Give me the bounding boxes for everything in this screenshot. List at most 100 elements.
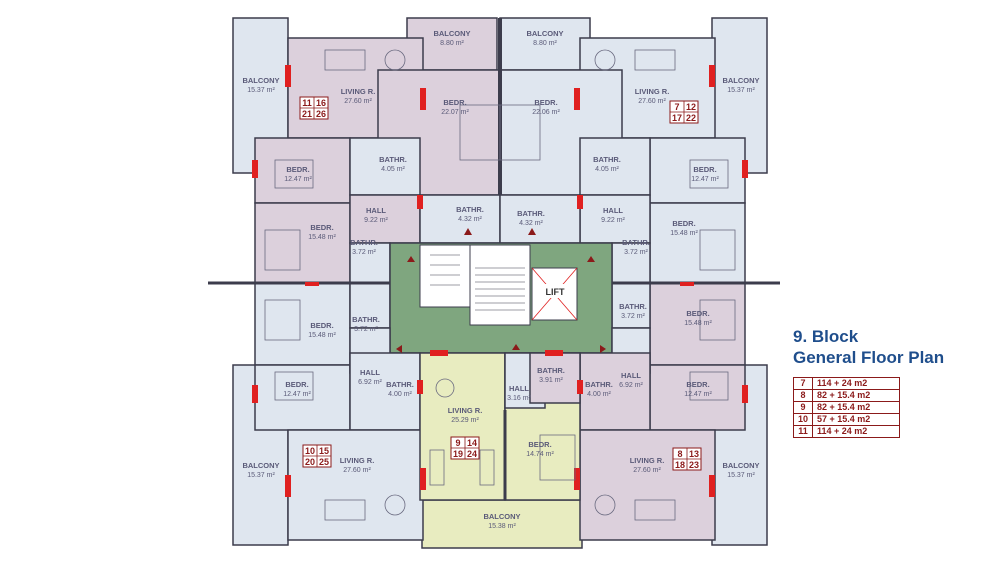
room-name: BATHR. bbox=[585, 380, 613, 389]
room-area: 4.00 m² bbox=[388, 391, 412, 398]
room-name: BEDR. bbox=[285, 380, 308, 389]
plan-title: 9. Block General Floor Plan bbox=[793, 326, 944, 368]
title-line-1: 9. Block bbox=[793, 327, 859, 346]
room-name: BEDR. bbox=[686, 380, 709, 389]
room-area: 4.00 m² bbox=[587, 391, 611, 398]
room-area: 8.80 m² bbox=[440, 40, 464, 47]
unit-number: 25 bbox=[319, 457, 329, 467]
room-area: 3.72 m² bbox=[624, 249, 648, 256]
room-area: 9.22 m² bbox=[364, 217, 388, 224]
room-area: 15.48 m² bbox=[308, 332, 336, 339]
room-label-bed-l2: BEDR. 15.48 m² bbox=[308, 223, 336, 241]
room-name: BEDR. bbox=[686, 309, 709, 318]
room-area: 15.37 m² bbox=[247, 87, 275, 94]
room-area: 27.60 m² bbox=[638, 98, 666, 105]
legend-area: 82 + 15.4 m2 bbox=[812, 389, 901, 402]
unit-number: 23 bbox=[689, 460, 699, 470]
room-label-bed-tcl: BEDR.22.07 m² bbox=[441, 98, 469, 116]
room-label-bath-mr2: BATHR. 3.72 m² bbox=[619, 302, 647, 320]
room-area: 22.06 m² bbox=[532, 109, 560, 116]
room-label-liv-br: LIVING R. 27.60 m² bbox=[630, 456, 665, 474]
room-label-bath-mr1: BATHR.3.72 m² bbox=[622, 238, 650, 256]
unit-number: 13 bbox=[689, 449, 699, 459]
unit-number: 14 bbox=[467, 438, 477, 448]
room-name: LIVING R. bbox=[630, 456, 665, 465]
room-area: 27.60 m² bbox=[633, 467, 661, 474]
unit-number: 11 bbox=[302, 98, 312, 108]
room-area: 4.05 m² bbox=[595, 166, 619, 173]
room-label-bed-r1: BEDR. 12.47 m² bbox=[691, 165, 719, 183]
legend-area: 82 + 15.4 m2 bbox=[812, 401, 901, 414]
room-area: 3.91 m² bbox=[539, 377, 563, 384]
room-area: 6.92 m² bbox=[358, 379, 382, 386]
room-area: 6.92 m² bbox=[619, 382, 643, 389]
room-area: 27.60 m² bbox=[343, 467, 371, 474]
room-name: BEDR. bbox=[528, 440, 551, 449]
room-name: BATHR. bbox=[352, 315, 380, 324]
room-name: BALCONY bbox=[722, 76, 759, 85]
legend-area: 57 + 15.4 m2 bbox=[812, 413, 901, 426]
room-area: 15.48 m² bbox=[308, 234, 336, 241]
room-name: BALCONY bbox=[242, 461, 279, 470]
room-name: HALL bbox=[509, 384, 529, 393]
room-label-bath-bl: BATHR.4.00 m² bbox=[386, 380, 414, 398]
room-label-bed-l1: BEDR.12.47 m² bbox=[284, 165, 312, 183]
room-area: 27.60 m² bbox=[344, 98, 372, 105]
room-area: 8.80 m² bbox=[533, 40, 557, 47]
room-name: BEDR. bbox=[672, 219, 695, 228]
room-name: BEDR. bbox=[443, 98, 466, 107]
lift-label: LIFT bbox=[546, 287, 565, 297]
room-label-liv-tr: LIVING R. 27.60 m² bbox=[635, 87, 670, 105]
room-label-liv-tl: LIVING R.27.60 m² bbox=[341, 87, 376, 105]
room-label-bal-top-r: BALCONY 8.80 m² bbox=[526, 29, 563, 47]
unit-number: 7 bbox=[674, 102, 679, 112]
room-label-bal-tr: BALCONY 15.37 m² bbox=[722, 76, 759, 94]
room-area: 12.47 m² bbox=[684, 391, 712, 398]
unit-number: 8 bbox=[677, 449, 682, 459]
room-name: BATHR. bbox=[517, 209, 545, 218]
room-label-bath-tr: BATHR.4.05 m² bbox=[593, 155, 621, 173]
room-label-bath-br: BATHR. 4.00 m² bbox=[585, 380, 613, 398]
room-name: BATHR. bbox=[456, 205, 484, 214]
room-name: BEDR. bbox=[310, 223, 333, 232]
room-name: BATHR. bbox=[619, 302, 647, 311]
unit-number: 10 bbox=[305, 446, 315, 456]
unit-number: 26 bbox=[316, 109, 326, 119]
room-area: 9.22 m² bbox=[601, 217, 625, 224]
room-area: 12.47 m² bbox=[691, 176, 719, 183]
room-label-bed-r2: BEDR.15.48 m² bbox=[670, 219, 698, 237]
room-area: 15.37 m² bbox=[727, 472, 755, 479]
room-name: LIVING R. bbox=[635, 87, 670, 96]
room-area: 3.72 m² bbox=[621, 313, 645, 320]
room-area: 3.72 m² bbox=[354, 326, 378, 333]
room-area: 4.05 m² bbox=[381, 166, 405, 173]
room-area: 3.72 m² bbox=[352, 249, 376, 256]
room-name: BALCONY bbox=[722, 461, 759, 470]
balcony-top-right bbox=[499, 17, 591, 71]
room-name: BEDR. bbox=[693, 165, 716, 174]
room-name: BALCONY bbox=[526, 29, 563, 38]
room-name: LIVING R. bbox=[340, 456, 375, 465]
room-name: BEDR. bbox=[310, 321, 333, 330]
unit-number: 16 bbox=[316, 98, 326, 108]
room-label-bed-tcr: BEDR. 22.06 m² bbox=[532, 98, 560, 116]
room-label-bed-r3: BEDR.15.48 m² bbox=[684, 309, 712, 327]
room-area: 15.37 m² bbox=[727, 87, 755, 94]
room-name: BEDR. bbox=[534, 98, 557, 107]
room-area: 15.38 m² bbox=[488, 523, 516, 530]
legend-unit: 7 bbox=[792, 377, 814, 390]
room-label-liv-bc: LIVING R.25.29 m² bbox=[448, 406, 483, 424]
room-label-bed-l3: BEDR. 15.48 m² bbox=[308, 321, 336, 339]
